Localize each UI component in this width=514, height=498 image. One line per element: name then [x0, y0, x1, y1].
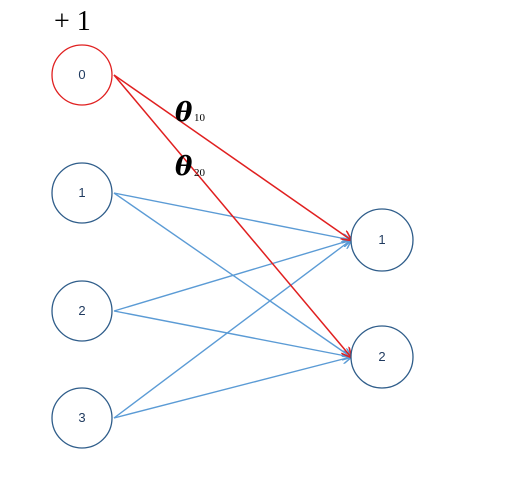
bias-edges	[113, 74, 351, 357]
node-label: 1	[78, 185, 85, 200]
theta-subscript: 10	[194, 112, 206, 124]
input-node-1: 1	[51, 162, 113, 224]
theta-symbol: θ	[175, 152, 193, 182]
node-circle	[350, 325, 414, 389]
bias-node-circle	[51, 44, 113, 106]
edge-0-to-out2	[113, 74, 351, 357]
node-label: 2	[78, 303, 85, 318]
weight-label-theta-20: θ 20	[175, 152, 206, 182]
output-node-2: 2	[350, 325, 414, 389]
edge-3-to-out2	[113, 357, 351, 419]
input-node-0: 0	[51, 44, 113, 106]
theta-subscript: 20	[194, 167, 206, 179]
node-label: 3	[78, 410, 85, 425]
edge-0-to-out1	[113, 74, 351, 240]
node-label: 0	[78, 67, 85, 82]
node-circle	[51, 280, 113, 342]
node-label: 2	[378, 349, 385, 364]
edge-2-to-out2	[113, 310, 351, 357]
edge-2-to-out1	[113, 240, 351, 312]
node-circle	[350, 208, 414, 272]
edge-3-to-out1	[113, 240, 351, 419]
output-node-1: 1	[350, 208, 414, 272]
node-label: 1	[378, 232, 385, 247]
node-circle	[51, 162, 113, 224]
weight-label-theta-10: θ 10	[175, 98, 206, 128]
input-node-3: 3	[51, 387, 113, 449]
blue-edges	[113, 192, 351, 419]
theta-symbol: θ	[175, 98, 193, 128]
input-node-2: 2	[51, 280, 113, 342]
bias-label: + 1	[54, 6, 91, 37]
node-circle	[51, 387, 113, 449]
